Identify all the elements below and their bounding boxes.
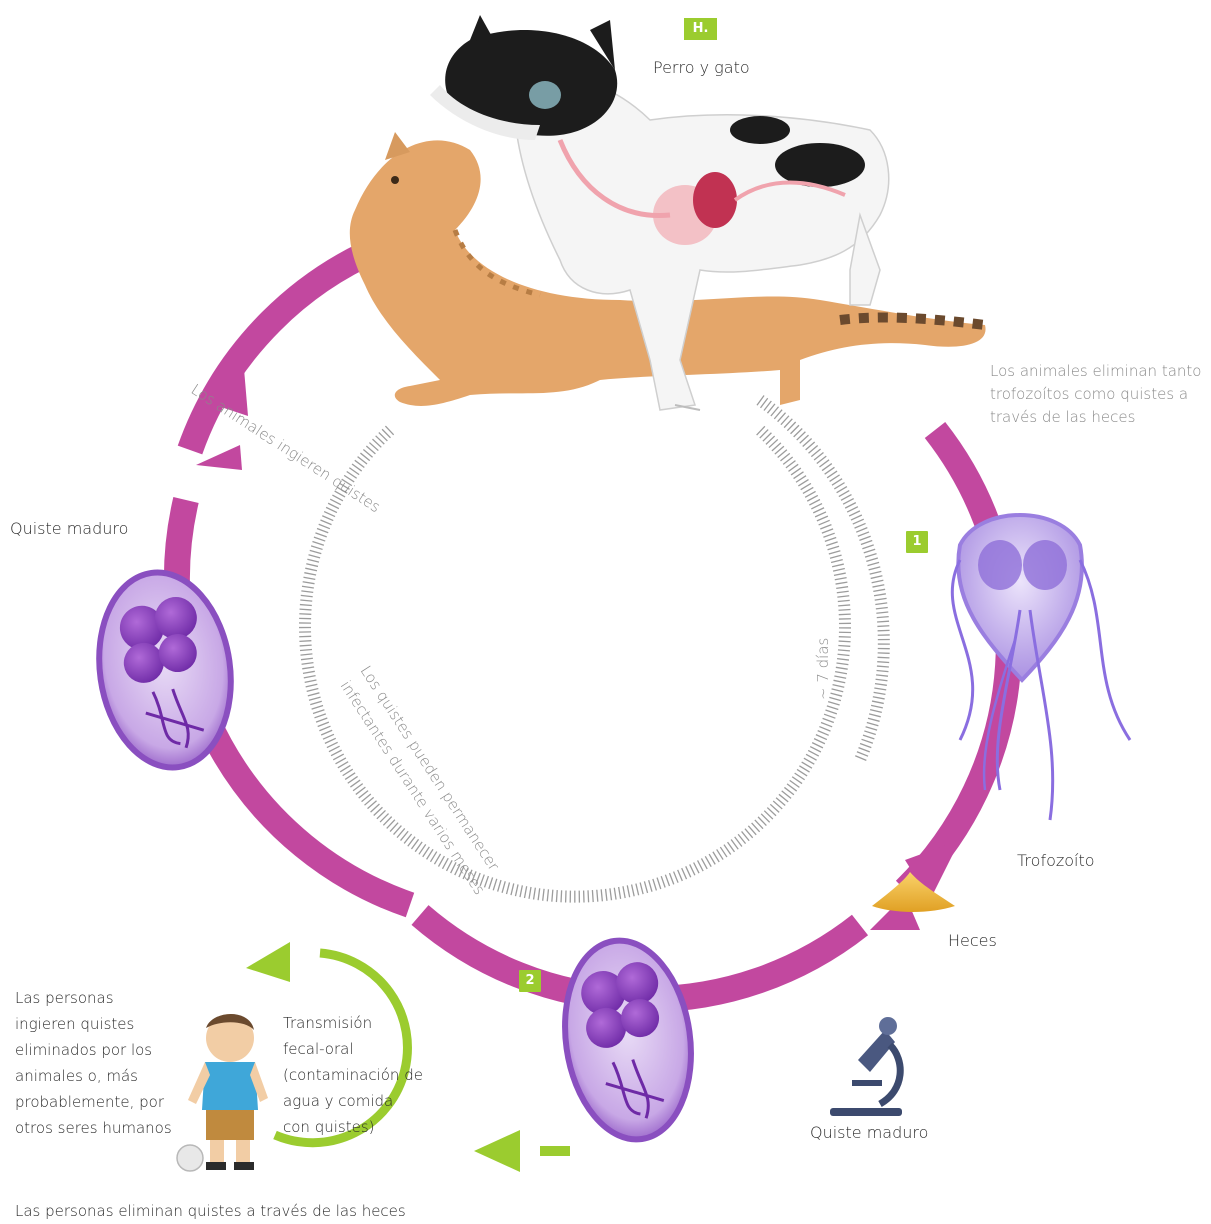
microscope-icon xyxy=(830,1017,904,1116)
people-ingest-line: otros seres humanos xyxy=(15,1119,172,1137)
green-dash xyxy=(540,1146,570,1156)
label-animals-ingest: Los animales ingieren quistes xyxy=(188,380,384,516)
cyst-bottom-icon xyxy=(562,937,694,1143)
host-badge: H. xyxy=(684,18,717,40)
child-icon xyxy=(176,1014,268,1172)
trophozoite-label: Trofozoíto xyxy=(1017,851,1095,870)
human-transmission-ring xyxy=(246,942,570,1172)
green-arrowhead-top xyxy=(246,942,290,982)
people-ingest-line: animales o, más xyxy=(15,1067,138,1085)
step2-badge: 2 xyxy=(519,970,541,992)
animals-shed-line: trofozoítos como quistes a xyxy=(990,385,1189,403)
host-label: Perro y gato xyxy=(653,58,750,77)
label-cysts-remain-line2: infectantes durante varios meses xyxy=(337,677,489,898)
label-days: ~ 7 días xyxy=(814,638,832,700)
arrowhead-top-left xyxy=(215,357,248,416)
people-ingest-line: probablemente, por xyxy=(15,1093,165,1111)
people-ingest-line: eliminados por los xyxy=(15,1041,153,1059)
people-ingest-line: ingieren quistes xyxy=(15,1015,135,1033)
trophozoite-icon xyxy=(950,513,1132,821)
timeline-ring xyxy=(299,395,890,903)
transmission-line: con quistes) xyxy=(283,1118,375,1136)
arrowhead-right xyxy=(905,840,960,900)
dog-illustration xyxy=(430,15,890,411)
people-shed-note: Las personas eliminan quistes a través d… xyxy=(15,1202,406,1220)
cyst-left-icon xyxy=(96,569,234,771)
transmission-line: fecal-oral xyxy=(283,1040,354,1058)
transmission-line: (contaminación de xyxy=(283,1066,423,1084)
mature-cyst-bottom-label: Quiste maduro xyxy=(810,1123,929,1142)
transmission-line: agua y comida xyxy=(283,1092,394,1110)
cat-illustration xyxy=(349,132,986,406)
transmission-line: Transmisión xyxy=(283,1014,373,1032)
mature-cyst-left-label: Quiste maduro xyxy=(10,519,129,538)
green-arrowhead-bottom xyxy=(474,1130,520,1172)
animals-shed-line: Los animales eliminan tanto xyxy=(990,362,1202,380)
feces-icon xyxy=(872,872,955,912)
dog-cat-illustration xyxy=(349,15,986,411)
people-ingest-note: Las personas ingieren quistes eliminados… xyxy=(15,985,190,1141)
ball-icon xyxy=(176,1144,204,1172)
feces-label: Heces xyxy=(948,931,997,950)
label-cysts-remain-line1: Los quistes pueden permanecer xyxy=(357,662,504,874)
transmission-note: Transmisión fecal-oral (contaminación de… xyxy=(283,1010,458,1140)
step1-badge: 1 xyxy=(906,531,928,553)
arrowhead-left xyxy=(196,445,242,470)
people-ingest-line: Las personas xyxy=(15,989,114,1007)
animals-shed-note: Los animales eliminan tanto trofozoítos … xyxy=(990,360,1210,429)
animals-shed-line: través de las heces xyxy=(990,408,1136,426)
